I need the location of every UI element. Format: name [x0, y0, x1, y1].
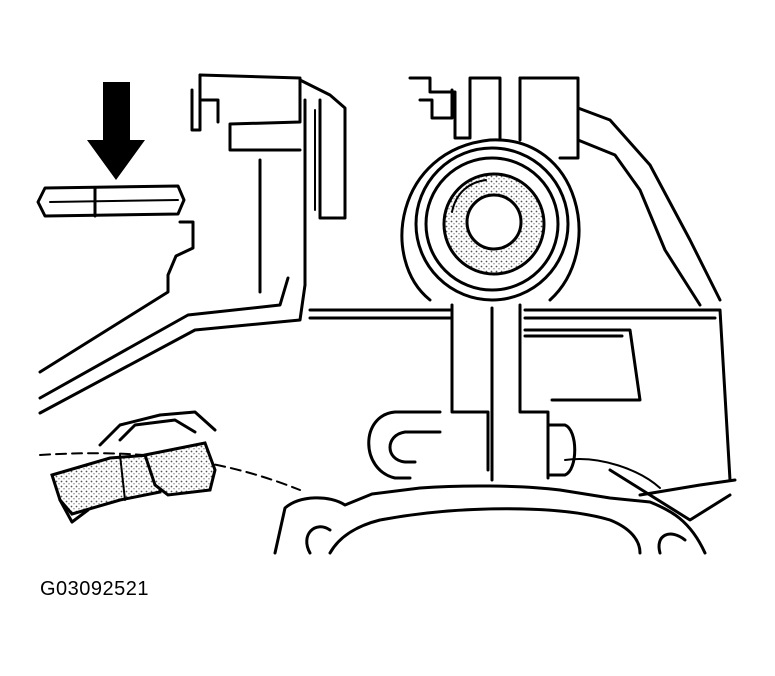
lower-base	[273, 458, 737, 555]
wire-clip	[50, 410, 217, 524]
center-housing	[308, 308, 732, 482]
bushing-eye	[400, 138, 581, 302]
hex-nut	[36, 184, 186, 218]
bracket-outline	[38, 73, 347, 415]
upper-lever	[408, 76, 722, 307]
vertical-link	[450, 303, 577, 482]
curved-tube	[367, 410, 442, 480]
down-arrow-icon	[87, 82, 145, 180]
figure-id-label: G03092521	[40, 578, 150, 600]
